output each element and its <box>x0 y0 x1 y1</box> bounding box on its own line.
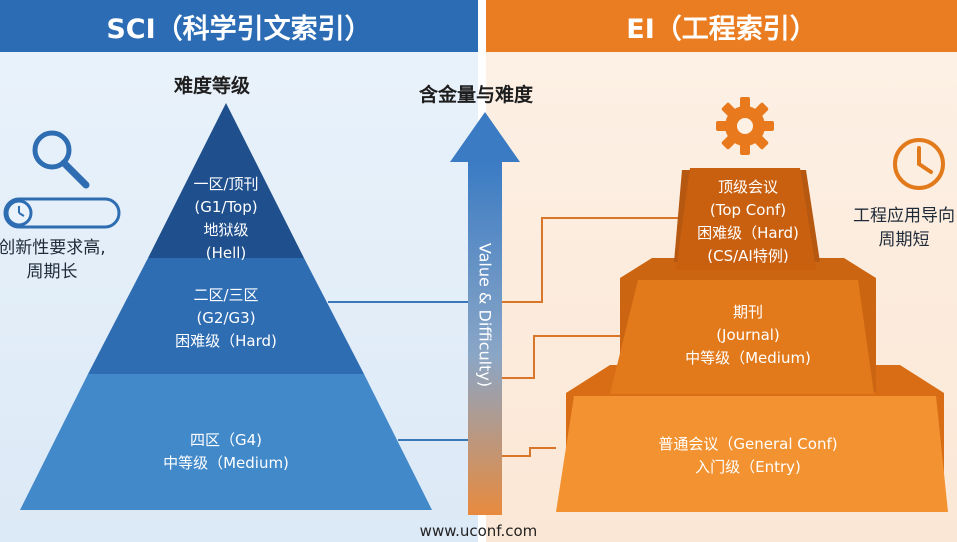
ei-tier-1-label: 顶级会议 (Top Conf) 困难级（Hard) (CS/AI特例) <box>668 176 828 268</box>
sci-tier-2-shape <box>88 258 364 374</box>
side-note-line: 创新性要求高, <box>0 238 106 258</box>
ei-tier-2-label: 期刊 (Journal) 中等级（Medium) <box>648 301 848 370</box>
tier-label-line: 顶级会议 <box>717 178 778 196</box>
tier-label-line: 期刊 <box>732 303 763 321</box>
ei-tier-3-shape <box>556 396 948 512</box>
connector-line <box>502 447 556 457</box>
ei-side-note: 工程应用导向 周期短 <box>851 204 957 252</box>
value-arrow-shaft <box>468 160 502 515</box>
tier-label-line: (G1/Top) <box>194 198 258 216</box>
tier-label-line: 困难级（Hard) <box>697 224 799 242</box>
footer-url: www.uconf.com <box>419 522 538 540</box>
tier-label-line: (CS/AI特例) <box>707 247 789 265</box>
value-difficulty-title: 含金量与难度 <box>419 84 534 106</box>
sci-side-note: 创新性要求高, 周期长 <box>0 236 110 284</box>
value-difficulty-axis-label: Value & Difficulty) <box>475 242 495 388</box>
tier-label-line: (Journal) <box>716 326 780 344</box>
tier-label-line: 地狱级 <box>203 221 249 239</box>
side-note-line: 周期长 <box>26 262 78 282</box>
clock-icon <box>893 138 945 190</box>
sci-tier-1-label: 一区/顶刊 (G1/Top) 地狱级 (Hell) <box>166 173 286 265</box>
tier-label-line: 二区/三区 <box>193 286 259 304</box>
side-note-line: 周期短 <box>878 230 930 250</box>
connector-line <box>502 335 628 379</box>
tier-label-line: (G2/G3) <box>196 309 256 327</box>
ei-tier-2-shape <box>610 280 874 394</box>
tier-label-line: 一区/顶刊 <box>193 175 259 193</box>
sci-tier-3-shape <box>20 374 432 510</box>
gear-icon <box>716 97 774 155</box>
tier-label-line: 普通会议（General Conf) <box>658 435 838 453</box>
ei-tier-3-label: 普通会议（General Conf) 入门级（Entry) <box>618 433 878 479</box>
difficulty-level-title: 难度等级 <box>174 75 251 97</box>
ei-tier-1-shape <box>676 168 816 270</box>
tier-label-line: (Top Conf) <box>709 201 787 219</box>
tier-label-line: 困难级（Hard) <box>175 332 277 350</box>
sci-tier-2-label: 二区/三区 (G2/G3) 困难级（Hard) <box>136 284 316 353</box>
sci-tier-1-shape <box>148 103 304 258</box>
tier-label-line: (Hell) <box>205 244 247 262</box>
tier-label-line: 入门级（Entry) <box>695 458 801 476</box>
magnifier-icon <box>32 130 90 189</box>
clock-slider-icon <box>3 197 121 229</box>
connector-line <box>502 217 686 303</box>
sci-header: SCI（科学引文索引） <box>0 0 478 52</box>
sci-tier-3-label: 四区（G4) 中等级（Medium) <box>126 429 326 475</box>
tier-label-line: 中等级（Medium) <box>163 454 289 472</box>
side-note-line: 工程应用导向 <box>853 206 955 226</box>
ei-header: EI（工程索引） <box>486 0 957 52</box>
tier-label-line: 中等级（Medium) <box>685 349 811 367</box>
value-arrow-head <box>450 112 520 162</box>
tier-label-line: 四区（G4) <box>189 431 263 449</box>
